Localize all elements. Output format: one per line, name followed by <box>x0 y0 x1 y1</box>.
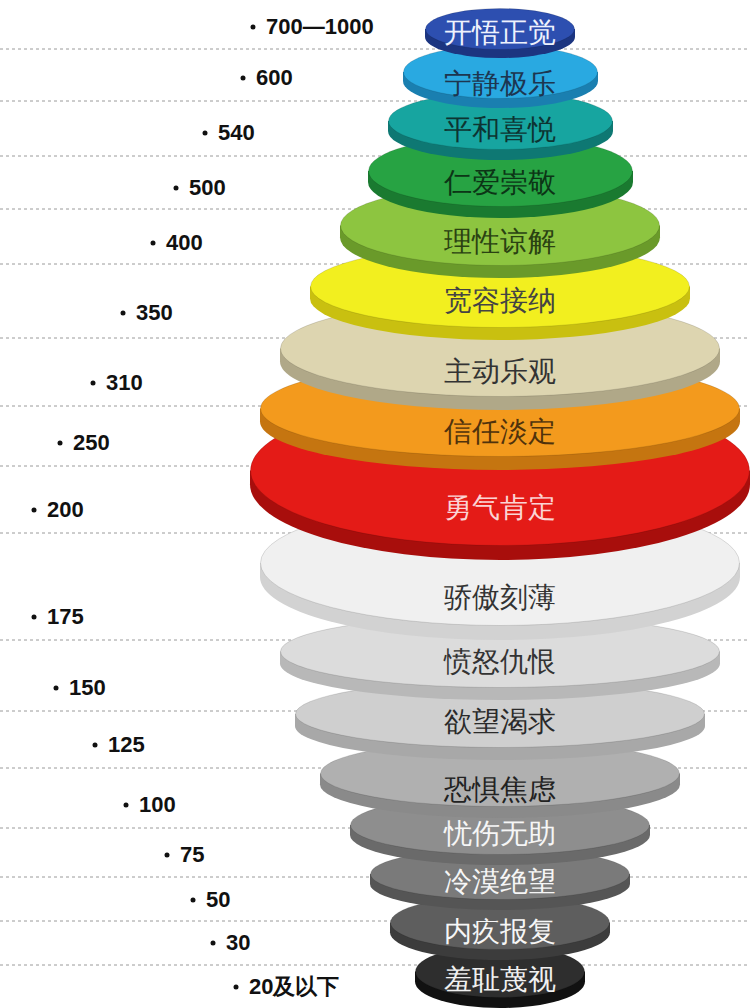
level-number: 250 <box>73 430 110 456</box>
level-number: 200 <box>47 497 84 523</box>
level-number: 600 <box>256 65 293 91</box>
level-number: 100 <box>139 792 176 818</box>
level-number: 400 <box>166 230 203 256</box>
level-name: 欲望渴求 <box>295 705 705 739</box>
level-disc: 开悟正觉 <box>425 8 575 58</box>
level-number: 540 <box>218 120 255 146</box>
level-name: 主动乐观 <box>280 355 720 389</box>
level-number: 500 <box>189 175 226 201</box>
bullet-dots <box>32 25 256 990</box>
level-name: 恐惧焦虑 <box>320 773 680 807</box>
level-number: 30 <box>226 930 250 956</box>
level-name: 勇气肯定 <box>250 491 750 525</box>
level-name: 仁爱崇敬 <box>368 166 633 200</box>
level-name: 开悟正觉 <box>425 16 575 50</box>
level-name: 信任淡定 <box>260 415 740 449</box>
dashed-rules <box>0 49 750 965</box>
level-number: 20及以下 <box>249 974 339 1000</box>
level-number: 310 <box>106 370 143 396</box>
level-name: 愤怒仇恨 <box>280 645 720 679</box>
level-number: 350 <box>136 300 173 326</box>
level-number: 175 <box>47 604 84 630</box>
level-number: 125 <box>108 732 145 758</box>
level-name: 宁静极乐 <box>403 67 598 101</box>
level-name: 理性谅解 <box>340 225 660 259</box>
level-name: 骄傲刻薄 <box>260 581 740 615</box>
level-name: 平和喜悦 <box>388 113 613 147</box>
level-number: 50 <box>206 887 230 913</box>
level-name: 忧伤无助 <box>350 817 650 851</box>
level-name: 宽容接纳 <box>310 284 690 318</box>
level-name: 羞耻蔑视 <box>415 963 585 997</box>
level-number: 700—1000 <box>266 14 374 40</box>
level-number: 75 <box>180 842 204 868</box>
level-number: 150 <box>69 675 106 701</box>
level-name: 内疚报复 <box>390 915 610 949</box>
level-name: 冷漠绝望 <box>370 865 630 899</box>
